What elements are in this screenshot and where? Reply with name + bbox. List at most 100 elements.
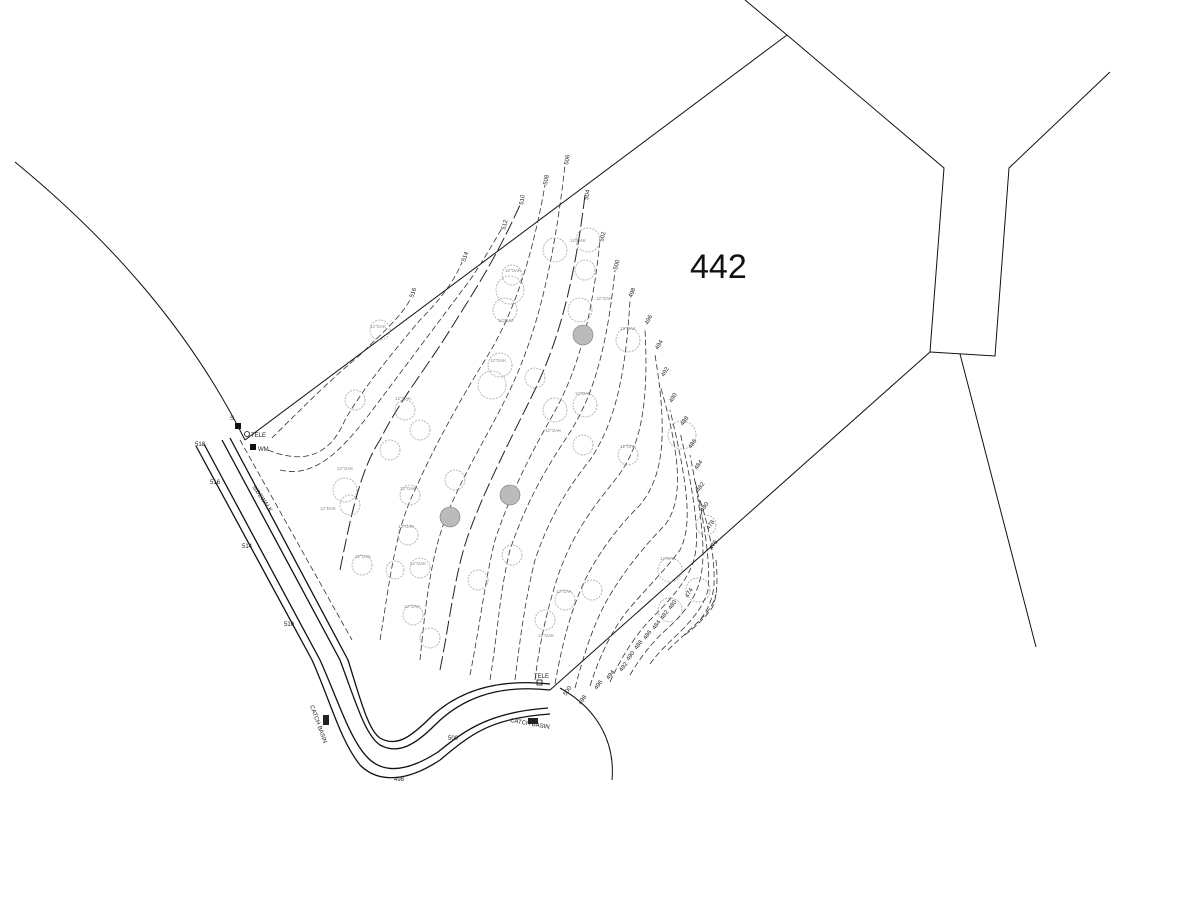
lot-boundaries [14,0,1111,781]
tree-symbol [581,579,603,601]
tree-symbol [409,419,431,441]
tree-symbol [402,604,424,626]
contour-label-506: 506 [564,154,572,166]
tele-label: TELE [251,433,266,439]
water-meter-label: WM [258,447,269,453]
tree-label: 12"OAK [355,554,371,559]
contour-480 [684,559,718,636]
lot-north-line [244,34,788,441]
contour-506 [419,164,566,661]
tree-symbol [615,327,641,353]
tree-symbol [501,264,523,286]
contour-label-500: 500 [613,259,622,271]
contour-486 [629,454,704,676]
tree-label: 12"OAK [545,428,561,433]
contour-508 [379,184,546,641]
tree-symbol [332,477,358,503]
contour-484 [649,479,710,665]
tree-label: 12"OAK [620,444,636,449]
contour-482 [667,499,715,651]
tree-label: 12"OAK [398,524,414,529]
contour-490 [589,409,688,687]
tree-label: 12"OAK [505,268,521,273]
contour-512 [279,227,503,472]
sidewalk-line [239,439,353,641]
contours [267,164,718,689]
tree-symbol [685,577,711,603]
tree-label: 12"OAK [596,296,612,301]
road: CATCH BASIN CATCH BASIN SIDEWALK 518 516… [195,437,551,783]
road-label-518: 518 [195,442,206,448]
lot-east-line [549,34,945,691]
contour-label-494: 494 [655,339,666,351]
tree-symbol [385,560,405,580]
tele-marker [244,431,250,437]
road-label-498: 498 [394,777,405,783]
road-edge-inner-1 [203,443,549,770]
contour-516 [271,299,411,439]
tele-lower-marker [536,679,543,686]
contour-label-484: 484 [694,459,705,471]
lot-number: 442 [690,248,747,286]
tree-label: 12"OAK [575,391,591,396]
lower-contour-label-482: 482 [660,609,671,621]
tree-symbol [572,434,594,456]
tree-label: 12"OAK [410,561,426,566]
tree-symbol [399,484,421,506]
contour-label-498: 498 [628,287,637,299]
trees: 12"OAK 12"OAK 12"OAK 12"DAK 12"OAK 12"OA… [320,227,717,649]
contour-label-486: 486 [688,438,699,450]
tree-label: 12"OAK [400,486,416,491]
tree-symbol-shaded [499,484,521,506]
tree-symbol [695,514,717,536]
contour-label-504: 504 [584,189,592,201]
road-label-500: 500 [448,736,459,742]
tree-symbol [351,554,373,576]
sewer-label: S [230,416,234,422]
contour-label-490: 490 [669,392,680,404]
tree-symbol [575,227,601,253]
tree-symbol [487,352,513,378]
tree-symbol [572,392,598,418]
contour-label-492: 492 [661,366,672,378]
tree-symbol [542,237,568,263]
tree-symbol [657,557,683,583]
road-label-516: 516 [210,480,221,486]
tree-symbol [409,557,431,579]
road-label-514: 514 [242,544,253,550]
contour-label-480: 480 [700,501,711,513]
lower-contour-label-492: 492 [619,661,630,673]
adjacent-lot-south [959,353,1037,648]
contour-510 [339,204,521,571]
road-edge-inner-2 [221,439,551,750]
contour-492 [574,384,678,689]
tree-symbol [477,370,507,400]
lower-contour-label-488: 488 [634,639,645,651]
road-edge-inner-3 [229,437,551,743]
catch-basin-right-marker [528,718,538,724]
tree-symbol [667,420,697,450]
tree-label: 12"OAK [370,324,386,329]
tree-label: 12"OAK [395,396,411,401]
tree-symbol [492,297,518,323]
tree-symbol [534,609,556,631]
lower-contour-label-480: 480 [668,599,679,611]
contour-500 [489,269,616,681]
tree-symbol [369,319,391,341]
contour-504 [439,194,586,671]
cul-de-sac-arc [559,687,613,781]
lower-contour-label-500: 500 [563,685,574,697]
contour-488 [609,431,697,683]
tree-symbol [617,444,639,466]
curved-road-edge [14,161,246,441]
water-meter-marker [250,444,256,450]
contour-514 [267,261,463,458]
tree-symbol [501,544,523,566]
contour-label-510: 510 [519,194,527,206]
contour-494 [554,354,663,685]
lower-contour-label-498: 498 [578,694,589,706]
tree-symbol [574,259,596,281]
tree-label: 12"DAK [570,238,586,243]
tree-symbol [379,439,401,461]
tree-symbol [467,569,489,591]
